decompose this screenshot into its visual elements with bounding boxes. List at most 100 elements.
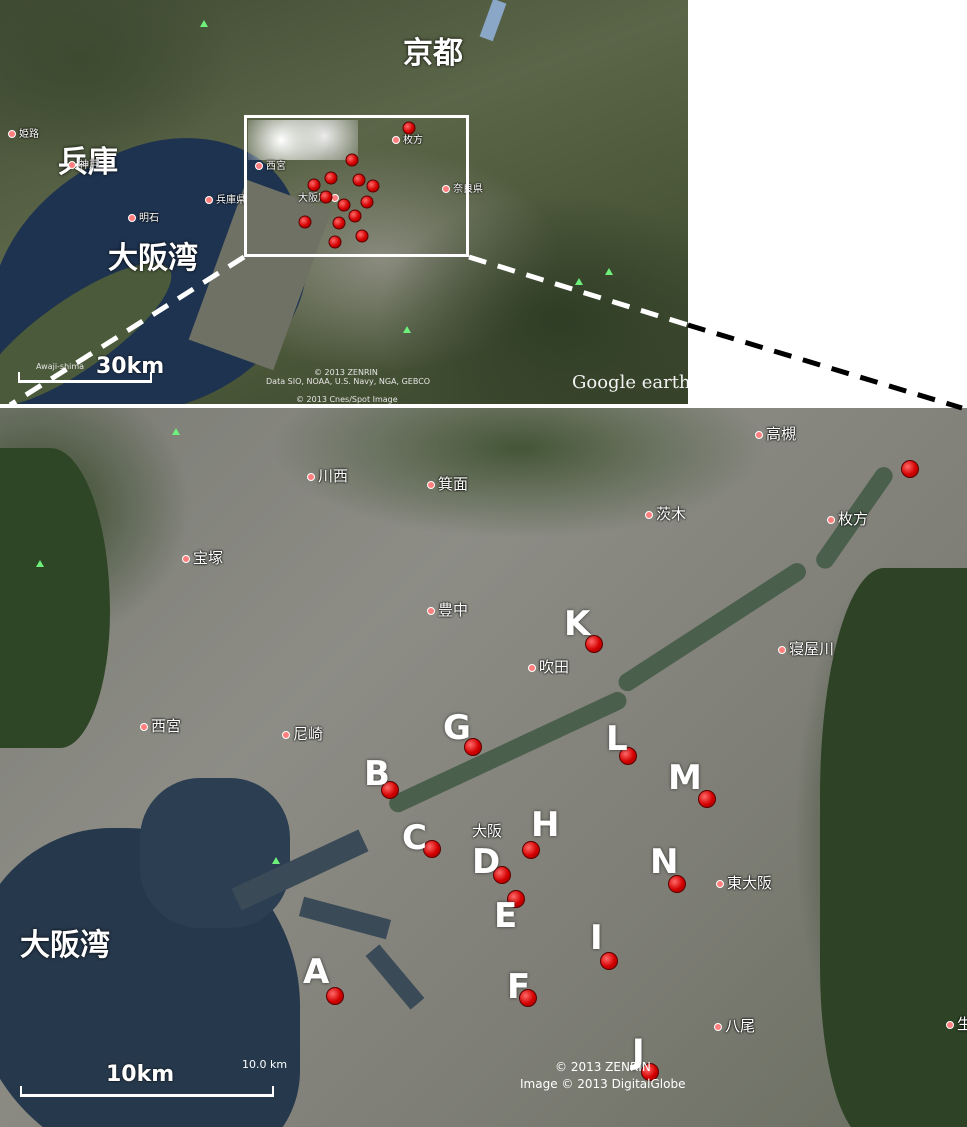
city-dot-icon bbox=[714, 1022, 722, 1031]
city-dot-icon bbox=[827, 515, 835, 524]
overview-data-credit: Data SIO, NOAA, U.S. Navy, NGA, GEBCO bbox=[266, 377, 431, 386]
city-dot-icon bbox=[255, 162, 263, 170]
peak-icon bbox=[200, 20, 208, 27]
site-marker-i[interactable] bbox=[600, 952, 618, 970]
detail-scale-tick: 10.0 km bbox=[242, 1058, 288, 1071]
overview-site-marker[interactable] bbox=[345, 153, 359, 167]
city-dot-icon bbox=[716, 879, 724, 888]
site-marker-a[interactable] bbox=[326, 987, 344, 1005]
harbor-channel bbox=[298, 896, 392, 940]
detail-sea bbox=[140, 778, 290, 928]
overview-site-marker[interactable] bbox=[366, 179, 380, 193]
overview-site-marker[interactable] bbox=[360, 195, 374, 209]
city-dot-icon bbox=[946, 1020, 954, 1029]
forest-area bbox=[820, 568, 967, 1127]
detail-copyright: © 2013 ZENRIN bbox=[555, 1060, 651, 1074]
city-label-higashiosaka: 東大阪 bbox=[716, 872, 772, 893]
overview-site-marker[interactable] bbox=[348, 209, 362, 223]
overview-site-marker[interactable] bbox=[352, 173, 366, 187]
site-label-h: H bbox=[531, 805, 560, 845]
city-dot-icon bbox=[427, 606, 435, 615]
forest-area bbox=[0, 448, 110, 748]
site-label-e: E bbox=[494, 896, 518, 936]
city-label-osaka: 大阪 bbox=[472, 822, 503, 840]
overview-site-marker[interactable] bbox=[328, 235, 342, 249]
city-label-yao: 八尾 bbox=[714, 1015, 755, 1036]
city-dot-icon bbox=[392, 136, 400, 144]
site-label-d: D bbox=[472, 842, 501, 882]
overview-site-marker[interactable] bbox=[402, 121, 416, 135]
zoom-line-right-bottom bbox=[687, 322, 963, 411]
cloud-patch bbox=[248, 120, 358, 160]
site-marker-h[interactable] bbox=[522, 841, 540, 859]
city-dot-icon bbox=[528, 663, 536, 672]
city-label-edge: 生 bbox=[946, 1013, 967, 1034]
city-label-kawanishi: 川西 bbox=[307, 465, 348, 486]
site-marker-m[interactable] bbox=[698, 790, 716, 808]
overview-site-marker[interactable] bbox=[332, 216, 346, 230]
city-dot-icon bbox=[442, 185, 450, 193]
peak-icon bbox=[172, 428, 180, 435]
site-marker-c[interactable] bbox=[423, 840, 441, 858]
city-label-hyogo-pref: 兵庫県 bbox=[205, 191, 246, 206]
site-marker-e[interactable] bbox=[507, 890, 525, 908]
city-label-hirakata: 枚方 bbox=[827, 508, 868, 529]
region-label-kyoto: 京都 bbox=[403, 36, 463, 71]
overview-scale-bar bbox=[18, 372, 152, 383]
city-label-nishinomiya: 西宮 bbox=[140, 715, 181, 736]
site-marker-f[interactable] bbox=[519, 989, 537, 1007]
yodo-river bbox=[615, 559, 810, 695]
site-label-c: C bbox=[402, 818, 427, 858]
site-label-i: I bbox=[590, 918, 603, 958]
city-dot-icon bbox=[282, 730, 290, 739]
city-dot-icon bbox=[755, 430, 763, 439]
city-dot-icon bbox=[307, 472, 315, 481]
peak-icon bbox=[36, 560, 44, 567]
overview-site-marker[interactable] bbox=[298, 215, 312, 229]
overview-map: 京都 兵庫 大阪湾 姫路 神戸 明石 兵庫県 西宮 大阪府 枚方 奈良県 Awa… bbox=[0, 0, 688, 405]
peak-icon bbox=[605, 268, 613, 275]
site-label-l: L bbox=[606, 719, 628, 759]
site-marker-j[interactable] bbox=[641, 1063, 659, 1081]
site-label-m: M bbox=[668, 758, 702, 798]
overview-site-marker[interactable] bbox=[307, 178, 321, 192]
overview-site-marker[interactable] bbox=[337, 198, 351, 212]
city-dot-icon bbox=[778, 645, 786, 654]
city-dot-icon bbox=[645, 510, 653, 519]
peak-icon bbox=[272, 857, 280, 864]
overview-site-marker[interactable] bbox=[355, 229, 369, 243]
city-dot-icon bbox=[8, 130, 16, 138]
yodo-river bbox=[386, 688, 630, 816]
overview-site-marker[interactable] bbox=[324, 171, 338, 185]
site-label-a: A bbox=[303, 952, 330, 992]
city-label-amagasaki: 尼崎 bbox=[282, 723, 323, 744]
site-marker-g[interactable] bbox=[464, 738, 482, 756]
city-dot-icon bbox=[427, 480, 435, 489]
city-label-kobe: 神戸 bbox=[68, 156, 99, 171]
site-marker-k[interactable] bbox=[585, 635, 603, 653]
peak-icon bbox=[575, 278, 583, 285]
overview-copyright: © 2013 ZENRIN bbox=[314, 368, 378, 377]
city-label-toyonaka: 豊中 bbox=[427, 599, 468, 620]
city-label-suita: 吹田 bbox=[528, 656, 569, 677]
city-dot-icon bbox=[128, 214, 136, 222]
site-label-g: G bbox=[443, 708, 471, 748]
overview-site-marker[interactable] bbox=[319, 190, 333, 204]
site-marker-hirakata-area[interactable] bbox=[901, 460, 919, 478]
harbor-channel bbox=[365, 944, 425, 1010]
detail-scale-label: 10km bbox=[106, 1062, 175, 1087]
site-marker-n[interactable] bbox=[668, 875, 686, 893]
region-label-osaka-bay-detail: 大阪湾 bbox=[20, 928, 110, 963]
site-label-n: N bbox=[650, 842, 679, 882]
city-label-himeji: 姫路 bbox=[8, 125, 39, 140]
city-label-takatsuki: 高槻 bbox=[755, 423, 796, 444]
site-marker-d[interactable] bbox=[493, 866, 511, 884]
city-dot-icon bbox=[140, 722, 148, 731]
city-label-nishinomiya: 西宮 bbox=[255, 157, 286, 172]
site-marker-b[interactable] bbox=[381, 781, 399, 799]
city-dot-icon bbox=[205, 196, 213, 204]
city-label-minoh: 箕面 bbox=[427, 473, 468, 494]
region-label-osaka-bay: 大阪湾 bbox=[108, 241, 198, 276]
inset-frame bbox=[244, 115, 469, 257]
site-marker-l[interactable] bbox=[619, 747, 637, 765]
